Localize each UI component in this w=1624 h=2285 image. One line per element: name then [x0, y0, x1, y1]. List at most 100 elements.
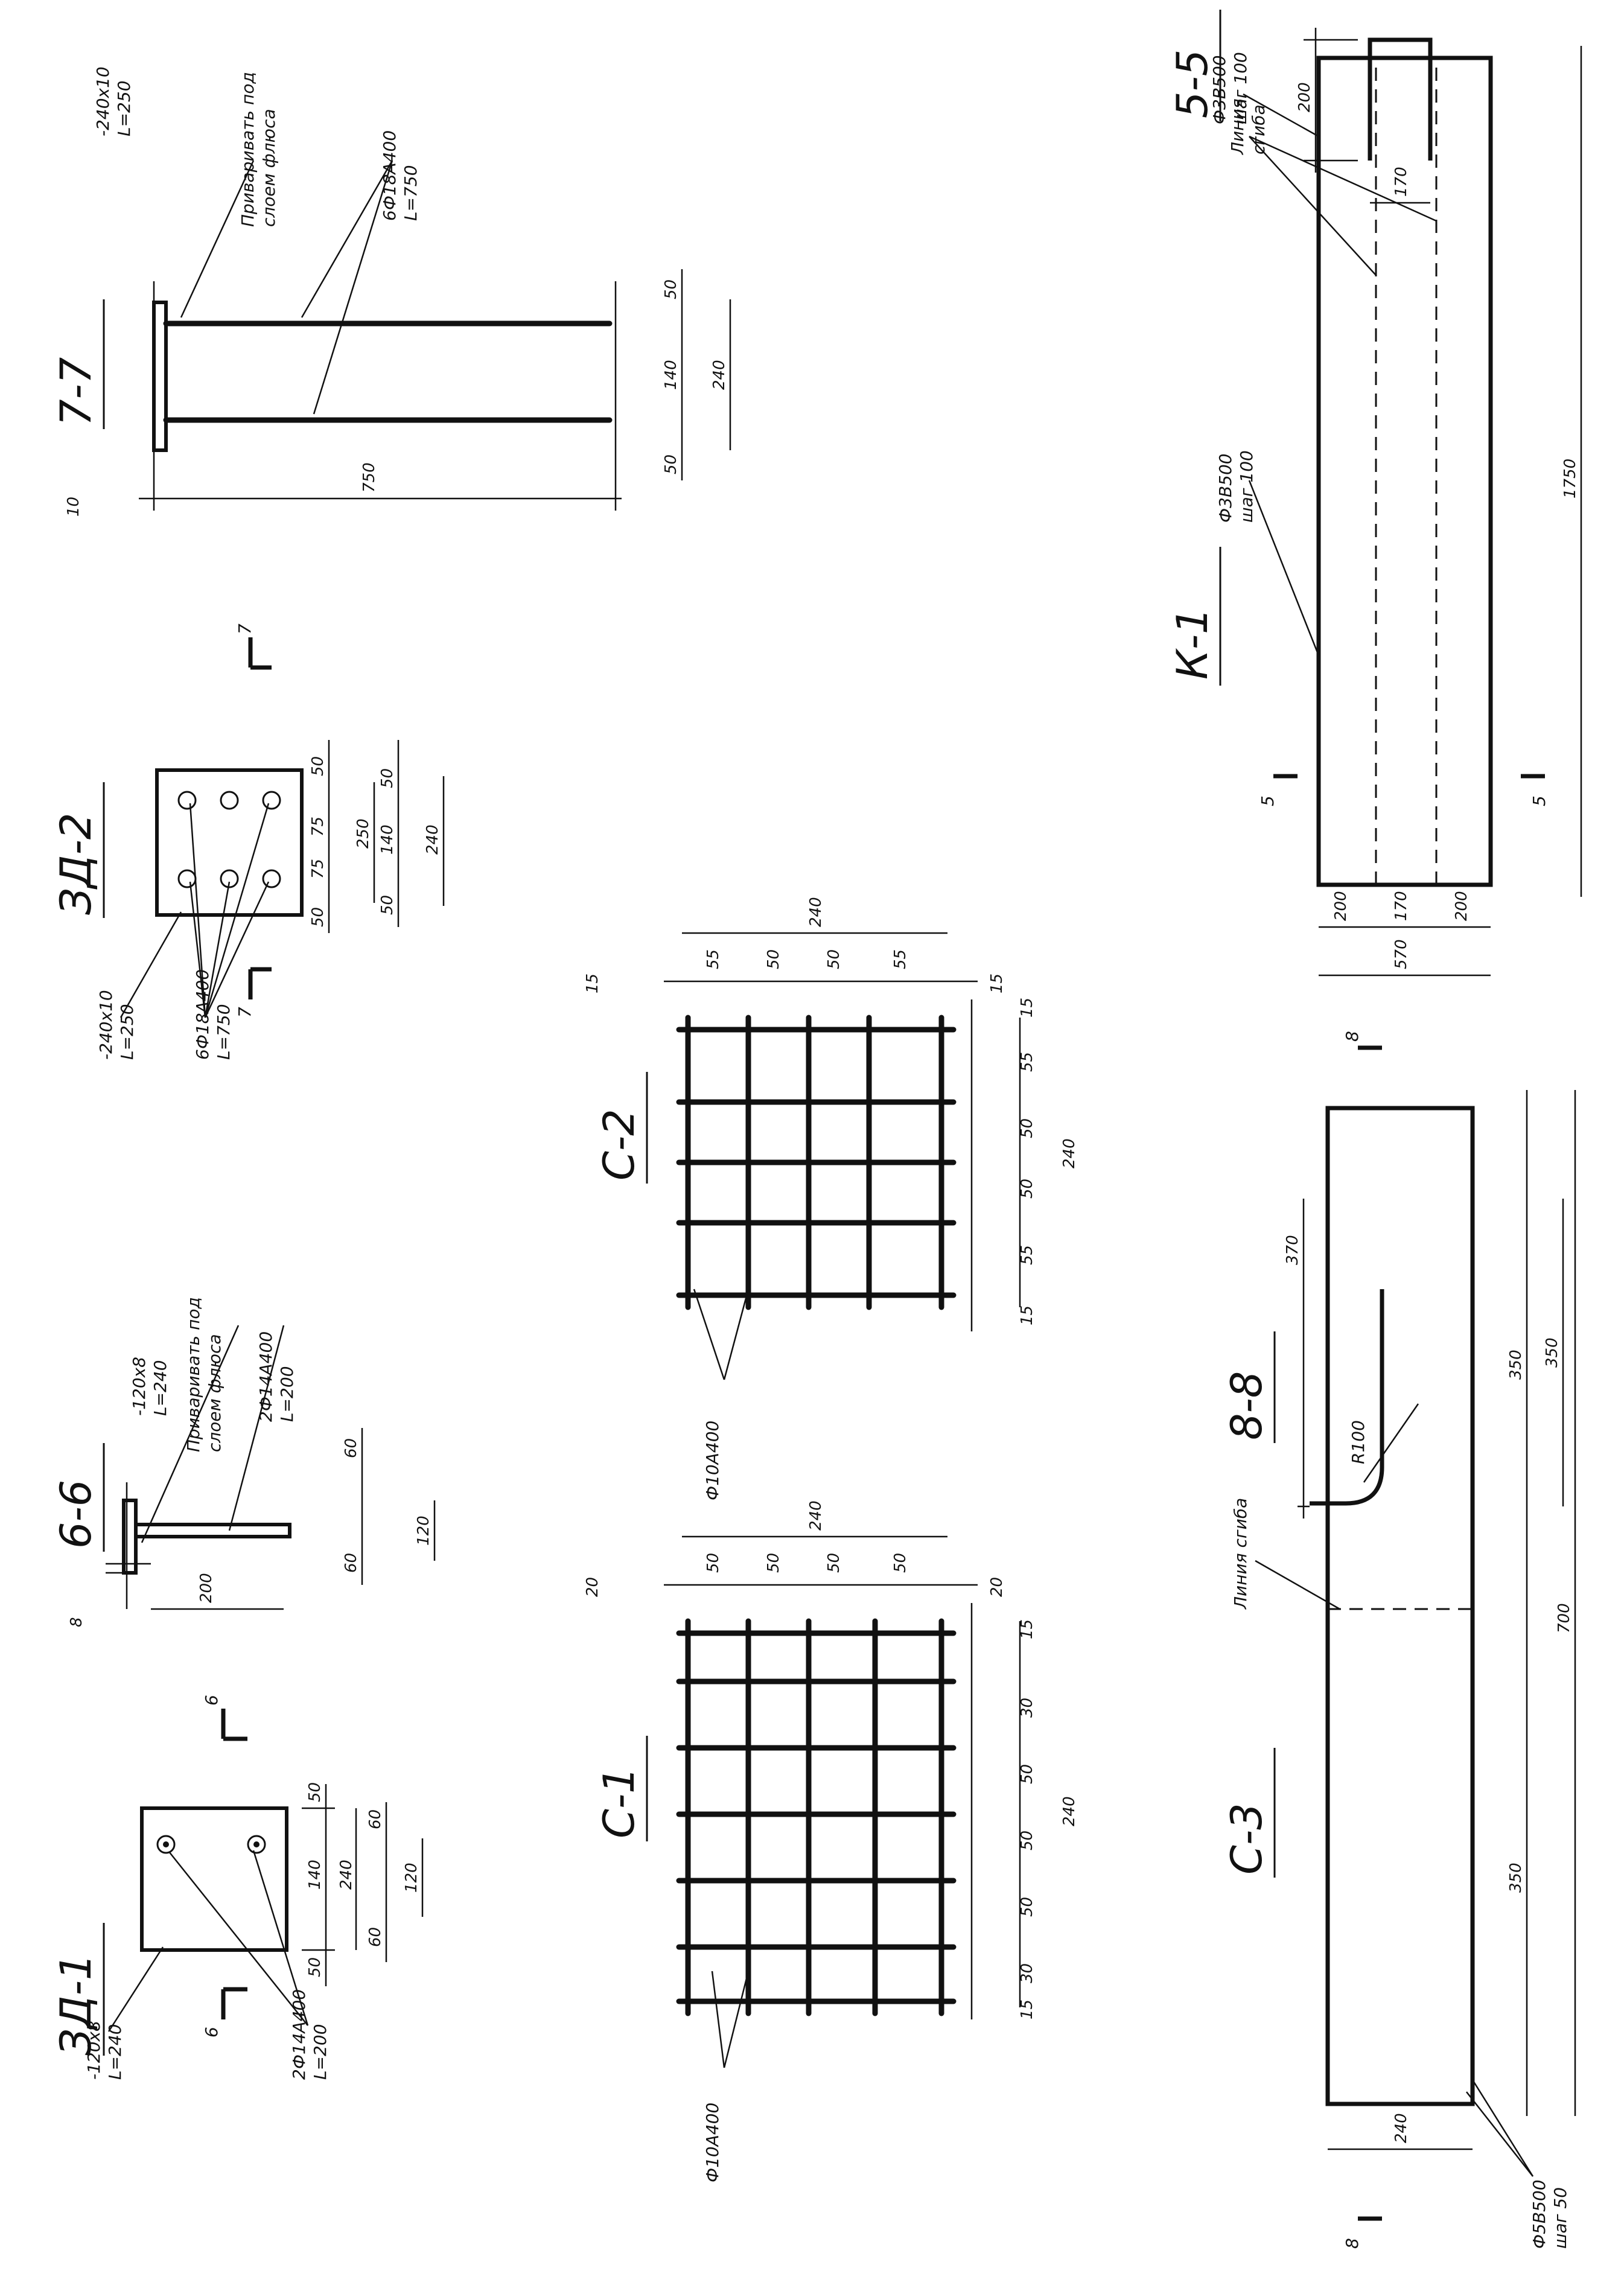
zd1-plate-label: -120х8: [84, 2021, 104, 2080]
dim-label: 50: [309, 907, 327, 927]
dim-label: 75: [309, 817, 327, 837]
c2-bar-label: Ф10А400: [702, 1421, 722, 1500]
dim-label: 750: [360, 462, 378, 492]
dim-label: 50: [765, 949, 783, 969]
zd2-bars-length: L=750: [214, 1004, 234, 1060]
s66-weld-note: Приваривать под: [183, 1297, 203, 1452]
s77-plate-label: -240х10: [93, 66, 113, 136]
dim-label: 570: [1392, 939, 1410, 969]
dim-label: 170: [1392, 891, 1410, 921]
dim-label: 55: [891, 949, 909, 969]
s88-radius-label: R100: [1348, 1420, 1368, 1464]
cut-mark-label: 5: [1529, 795, 1549, 806]
k1-frame-outline: [1316, 56, 1493, 887]
dim-label: 15: [1018, 2000, 1036, 2019]
zd2-anchor-bar: [220, 869, 239, 888]
zd1-bars-length: L=200: [310, 2024, 330, 2080]
dim-label: 350: [1507, 1863, 1525, 1893]
c1-bar-label: Ф10А400: [702, 2103, 722, 2182]
dim-label: 700: [1555, 1603, 1573, 1633]
zd2-plate-label: -240х10: [96, 990, 116, 1060]
dim-label: 50: [1018, 1179, 1036, 1199]
s66-bars-label: 2Ф14А400: [256, 1331, 276, 1422]
dim-label: 50: [378, 768, 396, 788]
dim-label: 15: [1018, 1619, 1036, 1639]
c3-bar-label: Ф5В500: [1529, 2179, 1549, 2249]
dim-label: 50: [306, 1782, 324, 1802]
dim-label: 30: [1018, 1698, 1036, 1718]
s66-anchor-bar: [134, 1523, 291, 1538]
dim-label: 60: [366, 1809, 384, 1829]
dim-label: 50: [662, 454, 680, 474]
dim-label: 8: [68, 1617, 86, 1627]
cut-mark-label: 5: [1258, 795, 1278, 806]
s77-weld-note: Приваривать под: [238, 72, 258, 227]
zd1-bars-label: 2Ф14А400: [289, 1989, 309, 2080]
dim-label: 1750: [1561, 459, 1579, 499]
dim-label: 15: [988, 974, 1006, 993]
dim-label: 50: [662, 279, 680, 299]
k1-bend-label: Линия: [1228, 98, 1247, 155]
dim-label: 50: [825, 949, 843, 969]
dim-label: 240: [1392, 2113, 1410, 2143]
c3-bend-label: Линия сгиба: [1231, 1498, 1250, 1610]
dim-label: 50: [1018, 1897, 1036, 1917]
dim-label: 140: [662, 360, 680, 390]
c2-group: С-2 Ф10А400 15 55 50 50 55 15 240 15 55 …: [584, 897, 1078, 1500]
dim-label: 50: [306, 1957, 324, 1977]
s66-weld-note: слоем флюса: [205, 1334, 224, 1452]
dim-label: 15: [584, 974, 602, 993]
s77-group: 7-7 -240х10 L=250 Приваривать под слоем …: [51, 66, 731, 517]
dim-label: 140: [378, 824, 396, 855]
k1-bend-label: сгиба: [1249, 104, 1269, 155]
zd2-plate-length: L=250: [117, 1004, 137, 1060]
dim-label: 200: [1296, 82, 1314, 112]
zd2-anchor-bar: [262, 869, 281, 888]
dim-label: 50: [704, 1553, 722, 1573]
dim-label: 170: [1392, 167, 1410, 197]
dim-label: 60: [342, 1438, 360, 1458]
s88-group: 8-8 R100 370 350: [1222, 1199, 1564, 1519]
c3-mesh-outline: [1325, 1106, 1475, 2106]
s77-weld-note: слоем флюса: [259, 109, 279, 227]
cut-mark-label: 8: [1342, 1031, 1362, 1042]
zd2-anchor-bar: [220, 791, 239, 810]
dim-label: 120: [403, 1863, 421, 1893]
dim-label: 50: [825, 1553, 843, 1573]
dim-label: 55: [1018, 1245, 1036, 1265]
cut-mark-label: 7: [235, 623, 255, 634]
dim-label: 200: [1332, 891, 1350, 921]
dim-label: 350: [1507, 1350, 1525, 1380]
dim-label: 240: [424, 824, 442, 855]
zd1-plate-length: L=240: [105, 2024, 125, 2080]
zd2-anchor-bar: [262, 791, 281, 810]
dim-label: 10: [65, 497, 83, 517]
dim-label: 55: [704, 949, 722, 969]
cut-mark-label: 6: [202, 2027, 221, 2038]
dim-label: 50: [1018, 1831, 1036, 1850]
c3-title: С-3: [1222, 1803, 1272, 1875]
zd2-anchor-bar: [177, 791, 197, 810]
k1-step-label: шаг 100: [1237, 450, 1256, 523]
dim-label: 240: [710, 360, 728, 390]
c3-step-label: шаг 50: [1550, 2187, 1570, 2249]
s88-bent-mesh: [1310, 1289, 1384, 1506]
c1-title: С-1: [594, 1767, 644, 1838]
dim-label: 50: [1018, 1764, 1036, 1784]
dim-label: 200: [1453, 891, 1471, 921]
s66-plate-length: L=240: [150, 1360, 170, 1416]
dim-label: 20: [988, 1577, 1006, 1597]
dim-label: 370: [1284, 1235, 1302, 1265]
dim-label: 50: [378, 895, 396, 915]
s66-bars-length: L=200: [277, 1366, 297, 1422]
dim-label: 30: [1018, 1963, 1036, 1983]
s66-group: 6-6 -120х8 L=240 Приваривать под слоем ф…: [51, 1297, 436, 1627]
k1-bar-label: Ф3В500: [1215, 453, 1235, 523]
zd2-anchor-bar: [177, 869, 197, 888]
k1-title: К-1: [1168, 608, 1217, 680]
dim-label: 240: [1060, 1796, 1078, 1826]
dim-label: 120: [415, 1515, 433, 1546]
zd1-anchor-bar: [156, 1835, 176, 1854]
s55-title: 5-5: [1168, 49, 1217, 118]
zd1-title: ЗД-1: [51, 1954, 101, 2056]
